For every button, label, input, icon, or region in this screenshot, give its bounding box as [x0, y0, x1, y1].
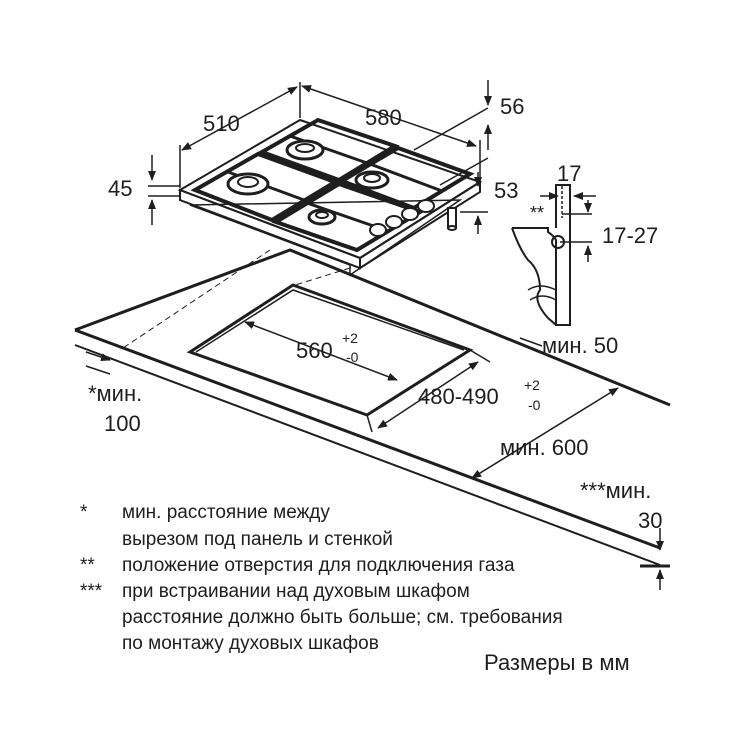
cutout-inner-edge — [195, 289, 465, 353]
note-3-marker: *** — [80, 581, 103, 602]
dim-min-600: мин. 600 — [500, 435, 589, 460]
cutout-depth-tol-plus: +2 — [524, 377, 540, 393]
worktop-front-edge — [74, 328, 661, 550]
dim-gas-range: 17-27 — [602, 223, 658, 248]
dim-thickness-45: 45 — [108, 176, 132, 201]
dim-min-30-line1: ***мин. — [580, 478, 651, 503]
dim-depth-510: 510 — [203, 111, 240, 136]
control-knobs — [369, 199, 435, 237]
gas-marker: ** — [530, 203, 544, 223]
worktop-back-edge — [74, 248, 671, 407]
dim-min-30-line2: 30 — [638, 508, 662, 533]
note-3-line-2: расстояние должно быть больше; см. требо… — [122, 607, 563, 628]
dim-min-100-line1: *мин. — [88, 381, 142, 406]
cutout-depth-tol-minus: -0 — [528, 397, 541, 413]
dimension-lines — [85, 80, 670, 590]
dim-cutout-width: 560 — [296, 338, 333, 363]
cutout-width-tol-plus: +2 — [342, 330, 358, 346]
note-1-line-2: вырезом под панель и стенкой — [122, 529, 393, 550]
dim-cutout-depth: 480-490 — [418, 384, 499, 409]
worktop — [74, 248, 671, 566]
note-1-marker: * — [80, 502, 88, 523]
footnotes: * мин. расстояние между вырезом под пане… — [80, 502, 563, 654]
note-2-marker: ** — [80, 555, 95, 576]
gas-hob — [177, 117, 483, 277]
dim-gas-17: 17 — [557, 161, 581, 186]
note-3-line-3: по монтажу духовых шкафов — [122, 633, 379, 654]
gas-connector — [447, 207, 457, 231]
units-label: Размеры в мм — [484, 650, 630, 675]
note-1-line-1: мин. расстояние между — [122, 502, 330, 523]
dim-height-56: 56 — [500, 94, 524, 119]
worktop-front-lower-edge — [74, 344, 661, 566]
dim-knob-53: 53 — [494, 178, 518, 203]
dim-width-580: 580 — [365, 105, 402, 130]
dim-min-50: мин. 50 — [542, 333, 618, 358]
cutout-width-tol-minus: -0 — [346, 349, 359, 365]
dim-min-100-line2: 100 — [104, 411, 141, 436]
gas-connection-detail — [511, 184, 596, 326]
hob-side-edge — [359, 180, 481, 270]
note-3-line-1: при встраивании над духовым шкафом — [122, 581, 470, 602]
note-2-line-1: положение отверстия для подключения газа — [122, 555, 515, 576]
